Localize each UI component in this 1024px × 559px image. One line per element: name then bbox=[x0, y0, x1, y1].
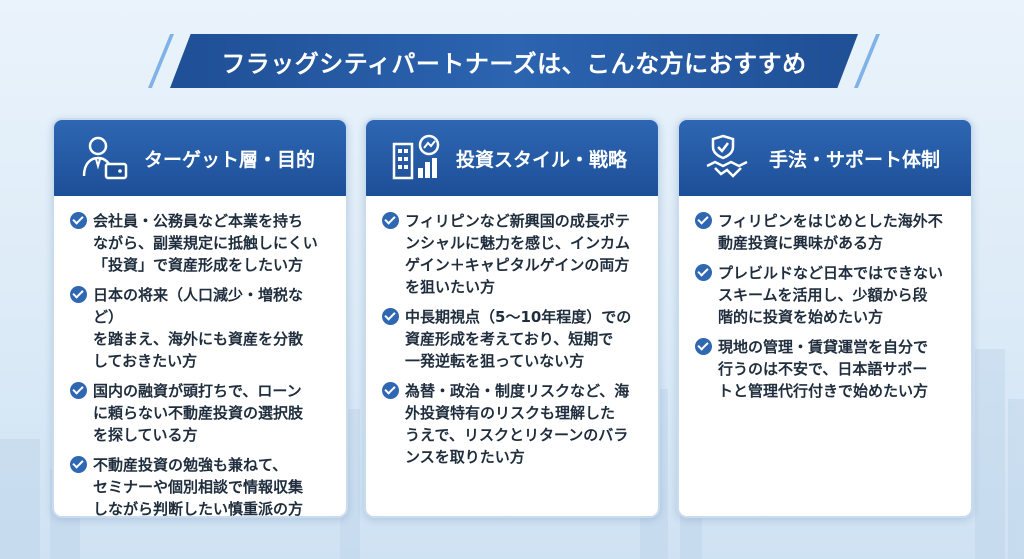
check-icon bbox=[70, 382, 87, 399]
card-header: 手法・サポート体制 bbox=[679, 120, 971, 196]
list-item: フィリピンをはじめとした海外不 動産投資に興味がある方 bbox=[695, 210, 957, 254]
list-item: 日本の将来（人口減少・増税など） を踏まえ、海外にも資産を分散 しておきたい方 bbox=[70, 284, 332, 372]
building-growth-chart-icon bbox=[392, 134, 440, 180]
list-item: 不動産投資の勉強も兼ねて、 セミナーや個別相談で情報収集 しながら判断したい慎重… bbox=[70, 454, 332, 516]
card-title: ターゲット層・目的 bbox=[144, 148, 316, 171]
check-icon bbox=[695, 338, 712, 355]
list-item: 会社員・公務員など本業を持ち ながら、副業規定に抵触しにくい 「投資」で資産形成… bbox=[70, 210, 332, 276]
page-title: フラッグシティパートナーズは、こんな方におすすめ bbox=[221, 49, 807, 78]
card-title: 手法・サポート体制 bbox=[769, 148, 941, 171]
list-item: 国内の融資が頭打ちで、ローン に頼らない不動産投資の選択肢 を探している方 bbox=[70, 380, 332, 446]
list-item: 中長期視点（5〜10年程度）での 資産形成を考えており、短期で 一発逆転を狙って… bbox=[382, 306, 644, 372]
card-header: 投資スタイル・戦略 bbox=[366, 120, 658, 196]
check-icon bbox=[70, 212, 87, 229]
check-icon bbox=[695, 212, 712, 229]
card-header: ターゲット層・目的 bbox=[54, 120, 346, 196]
card-strategy: 投資スタイル・戦略 フィリピンなど新興国の成長ポテ ンシャルに魅力を感じ、インカ… bbox=[364, 118, 660, 518]
card-title: 投資スタイル・戦略 bbox=[456, 148, 628, 171]
title-banner-bg bbox=[170, 34, 858, 88]
check-icon bbox=[70, 286, 87, 303]
list-item: 為替・政治・制度リスクなど、海 外投資特有のリスクも理解した うえで、リスクとリ… bbox=[382, 380, 644, 468]
list-item: フィリピンなど新興国の成長ポテ ンシャルに魅力を感じ、インカム ゲイン＋キャピタ… bbox=[382, 210, 644, 298]
shield-handshake-icon bbox=[706, 134, 748, 178]
check-icon bbox=[382, 308, 399, 325]
check-icon bbox=[382, 212, 399, 229]
businessman-wallet-icon bbox=[82, 136, 128, 180]
check-icon bbox=[70, 456, 87, 473]
card-support: 手法・サポート体制 フィリピンをはじめとした海外不 動産投資に興味がある方 プレ… bbox=[677, 118, 973, 518]
title-banner: フラッグシティパートナーズは、こんな方におすすめ bbox=[148, 34, 880, 88]
check-icon bbox=[382, 382, 399, 399]
list-item: プレビルドなど日本ではできない スキームを活用し、少額から段 階的に投資を始めた… bbox=[695, 262, 957, 328]
check-icon bbox=[695, 264, 712, 281]
list-item: 現地の管理・賃貸運営を自分で 行うのは不安で、日本語サポー トと管理代行付きで始… bbox=[695, 336, 957, 402]
card-target: ターゲット層・目的 会社員・公務員など本業を持ち ながら、副業規定に抵触しにくい… bbox=[52, 118, 348, 518]
